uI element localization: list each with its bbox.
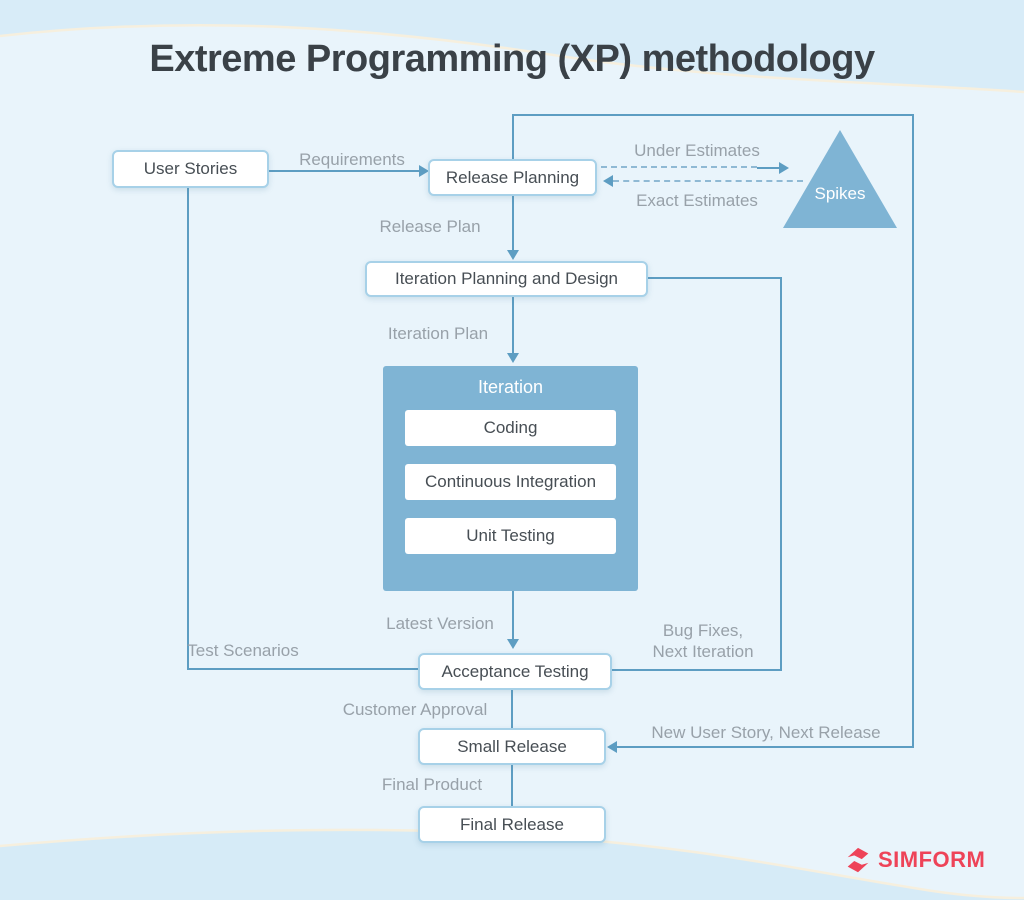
- node-small-release: Small Release: [418, 728, 606, 765]
- node-iteration-planning: Iteration Planning and Design: [365, 261, 648, 297]
- edge-label-release-plan: Release Plan: [379, 217, 481, 236]
- connector-bug-fixes-top: [648, 277, 782, 279]
- iteration-title: Iteration: [477, 377, 544, 397]
- edge-label-bug-fixes: Bug Fixes, Next Iteration: [623, 620, 783, 662]
- edge-label-latest-version: Latest Version: [386, 614, 494, 633]
- node-user-stories: User Stories: [112, 150, 269, 188]
- edge-label-bug-fixes-line1: Bug Fixes,: [662, 621, 744, 640]
- edge-label-requirements: Requirements: [299, 150, 405, 169]
- iteration-container: Iteration Coding Continuous Integration …: [383, 366, 638, 591]
- node-unit-testing: Unit Testing: [405, 518, 616, 554]
- arrowhead-requirements: [419, 165, 429, 177]
- connector-customer-approval: [511, 690, 513, 728]
- arrowhead-release-plan: [507, 250, 519, 260]
- connector-bug-fixes-vertical: [780, 277, 782, 671]
- simform-logo-icon: [847, 847, 869, 873]
- connector-loop-top-horizontal: [512, 114, 914, 116]
- arrowhead-exact-estimates: [603, 175, 613, 187]
- connector-loop-right-vertical: [912, 114, 914, 748]
- spikes-label: Spikes: [814, 184, 866, 203]
- edge-label-test-scenarios: Test Scenarios: [187, 641, 299, 660]
- node-continuous-integration: Continuous Integration: [405, 464, 616, 500]
- node-final-release: Final Release: [418, 806, 606, 843]
- edge-label-final-product: Final Product: [381, 775, 483, 794]
- connector-final-product: [511, 764, 513, 807]
- connector-loop-top-vertical: [512, 115, 514, 160]
- edge-label-bug-fixes-line2: Next Iteration: [652, 642, 754, 661]
- connector-test-scenarios-horizontal: [187, 668, 418, 670]
- connector-iteration-plan: [512, 297, 514, 353]
- edge-label-exact-estimates: Exact Estimates: [636, 191, 758, 210]
- connector-under-estimates: [601, 166, 757, 168]
- connector-exact-estimates: [613, 180, 803, 182]
- arrowhead-latest-version: [507, 639, 519, 649]
- connector-test-scenarios-vertical: [187, 187, 189, 670]
- connector-new-user-story: [616, 746, 913, 748]
- simform-logo: SIMFORM: [843, 845, 985, 875]
- simform-logo-text: SIMFORM: [878, 847, 986, 872]
- connector-under-estimates-solid: [757, 167, 779, 169]
- arrowhead-iteration-plan: [507, 353, 519, 363]
- edge-label-new-user-story: New User Story, Next Release: [651, 723, 881, 742]
- connector-release-plan: [512, 196, 514, 250]
- connector-latest-version: [512, 591, 514, 639]
- node-coding: Coding: [405, 410, 616, 446]
- page-title: Extreme Programming (XP) methodology: [149, 38, 875, 80]
- node-release-planning: Release Planning: [428, 159, 597, 196]
- edge-label-under-estimates: Under Estimates: [634, 141, 760, 160]
- node-acceptance-testing: Acceptance Testing: [418, 653, 612, 690]
- arrowhead-new-user-story: [607, 741, 617, 753]
- edge-label-customer-approval: Customer Approval: [342, 700, 488, 719]
- spikes-triangle: [783, 130, 897, 228]
- edge-label-iteration-plan: Iteration Plan: [387, 324, 489, 343]
- connector-bug-fixes-bottom: [612, 669, 782, 671]
- connector-requirements: [269, 170, 419, 172]
